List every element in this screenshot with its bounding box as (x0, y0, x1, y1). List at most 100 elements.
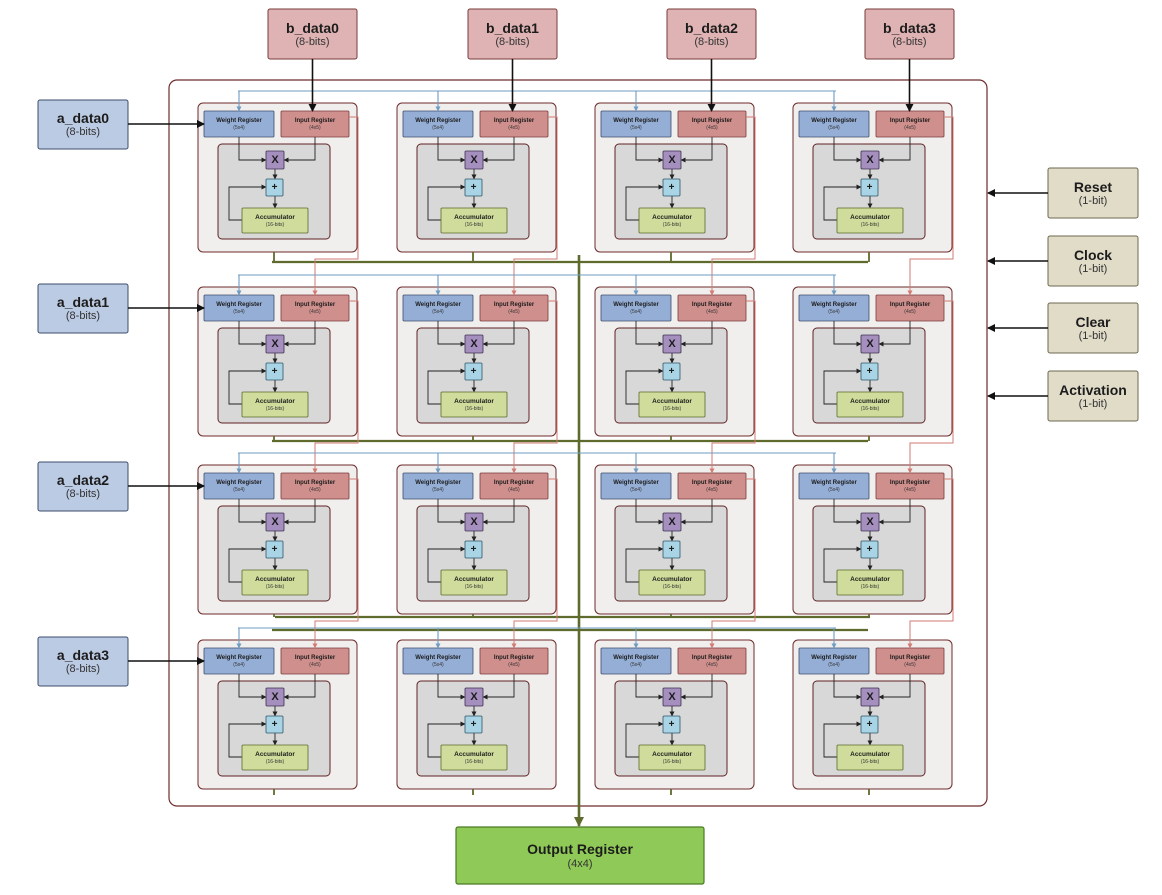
accumulator-0-0 (241, 207, 309, 234)
weight-register-2-3 (798, 472, 870, 500)
multiplier-0-1 (464, 150, 484, 170)
wire-weight-to-mult-2-2 (635, 499, 664, 525)
a-input-1 (37, 283, 129, 334)
adder-3-0 (265, 715, 284, 734)
input-register-3-2 (677, 647, 747, 675)
wire-weight-to-mult-3-1 (437, 674, 466, 700)
weight-register-3-3 (798, 647, 870, 675)
accumulator-2-2 (638, 569, 706, 596)
wire-acc-feedback-1-0 (228, 368, 267, 405)
output-register (455, 826, 705, 885)
b-input-0 (267, 8, 358, 60)
adder-2-2 (662, 540, 681, 559)
weight-register-3-0 (203, 647, 275, 675)
weight-register-2-1 (402, 472, 474, 500)
accumulator-0-3 (836, 207, 904, 234)
wire-weight-to-mult-1-3 (833, 321, 862, 347)
wire-weight-to-mult-3-3 (833, 674, 862, 700)
wire-acc-feedback-1-2 (625, 368, 664, 405)
adder-0-2 (662, 178, 681, 197)
multiplier-1-2 (662, 334, 682, 354)
control-input-1 (1047, 235, 1139, 287)
b-input-2 (666, 8, 757, 60)
input-register-2-3 (875, 472, 945, 500)
input-register-2-0 (280, 472, 350, 500)
wire-input-to-mult-3-0 (283, 674, 316, 700)
wire-input-to-mult-2-0 (283, 499, 316, 525)
weight-register-2-2 (600, 472, 672, 500)
adder-3-1 (464, 715, 483, 734)
accumulator-1-3 (836, 391, 904, 418)
wire-acc-feedback-3-1 (427, 721, 466, 758)
wire-acc-feedback-0-2 (625, 184, 664, 221)
wire-acc-feedback-2-1 (427, 546, 466, 583)
input-forward-2-0 (312, 478, 359, 649)
input-forward-0-3 (907, 116, 954, 296)
a-input-3 (37, 636, 129, 687)
wire-weight-to-mult-3-2 (635, 674, 664, 700)
wire-input-to-mult-0-1 (482, 137, 515, 163)
wire-weight-to-mult-2-1 (437, 499, 466, 525)
adder-0-1 (464, 178, 483, 197)
multiplier-2-1 (464, 512, 484, 532)
accumulator-3-3 (836, 744, 904, 771)
input-register-1-3 (875, 294, 945, 322)
wire-input-to-mult-3-3 (878, 674, 911, 700)
control-input-0 (1047, 167, 1139, 219)
multiplier-0-0 (265, 150, 285, 170)
wire-weight-to-mult-1-0 (238, 321, 267, 347)
wire-acc-feedback-3-2 (625, 721, 664, 758)
input-forward-2-1 (511, 478, 558, 649)
wire-acc-feedback-0-1 (427, 184, 466, 221)
accumulator-2-3 (836, 569, 904, 596)
adder-2-3 (860, 540, 879, 559)
wire-acc-feedback-0-0 (228, 184, 267, 221)
wire-weight-to-mult-0-0 (238, 137, 267, 163)
wire-acc-feedback-2-3 (823, 546, 862, 583)
wire-weight-to-mult-2-0 (238, 499, 267, 525)
input-register-0-3 (875, 110, 945, 138)
input-forward-0-0 (312, 116, 359, 296)
wire-input-to-mult-1-3 (878, 321, 911, 347)
input-register-3-0 (280, 647, 350, 675)
accumulator-3-2 (638, 744, 706, 771)
weight-register-3-2 (600, 647, 672, 675)
multiplier-3-1 (464, 687, 484, 707)
accumulator-0-2 (638, 207, 706, 234)
wire-weight-to-mult-2-3 (833, 499, 862, 525)
wire-input-to-mult-0-2 (680, 137, 713, 163)
wire-acc-feedback-1-3 (823, 368, 862, 405)
wire-input-to-mult-2-3 (878, 499, 911, 525)
input-register-3-1 (479, 647, 549, 675)
accumulator-2-0 (241, 569, 309, 596)
input-register-1-2 (677, 294, 747, 322)
wire-input-to-mult-2-1 (482, 499, 515, 525)
weight-register-0-2 (600, 110, 672, 138)
wire-acc-feedback-2-0 (228, 546, 267, 583)
accumulator-3-1 (440, 744, 508, 771)
adder-1-2 (662, 362, 681, 381)
weight-register-3-1 (402, 647, 474, 675)
wire-input-to-mult-0-3 (878, 137, 911, 163)
wire-acc-feedback-0-3 (823, 184, 862, 221)
multiplier-0-2 (662, 150, 682, 170)
adder-1-1 (464, 362, 483, 381)
multiplier-2-0 (265, 512, 285, 532)
wire-input-to-mult-3-1 (482, 674, 515, 700)
wire-acc-feedback-3-3 (823, 721, 862, 758)
a-input-0 (37, 99, 129, 150)
multiplier-1-0 (265, 334, 285, 354)
wire-input-to-mult-0-0 (283, 137, 316, 163)
wire-input-to-mult-1-2 (680, 321, 713, 347)
adder-2-0 (265, 540, 284, 559)
control-input-2 (1047, 302, 1139, 354)
weight-register-2-0 (203, 472, 275, 500)
input-register-1-1 (479, 294, 549, 322)
adder-0-3 (860, 178, 879, 197)
wire-input-to-mult-1-1 (482, 321, 515, 347)
weight-register-1-3 (798, 294, 870, 322)
input-forward-2-3 (907, 478, 954, 649)
weight-register-1-0 (203, 294, 275, 322)
input-register-2-1 (479, 472, 549, 500)
adder-3-2 (662, 715, 681, 734)
